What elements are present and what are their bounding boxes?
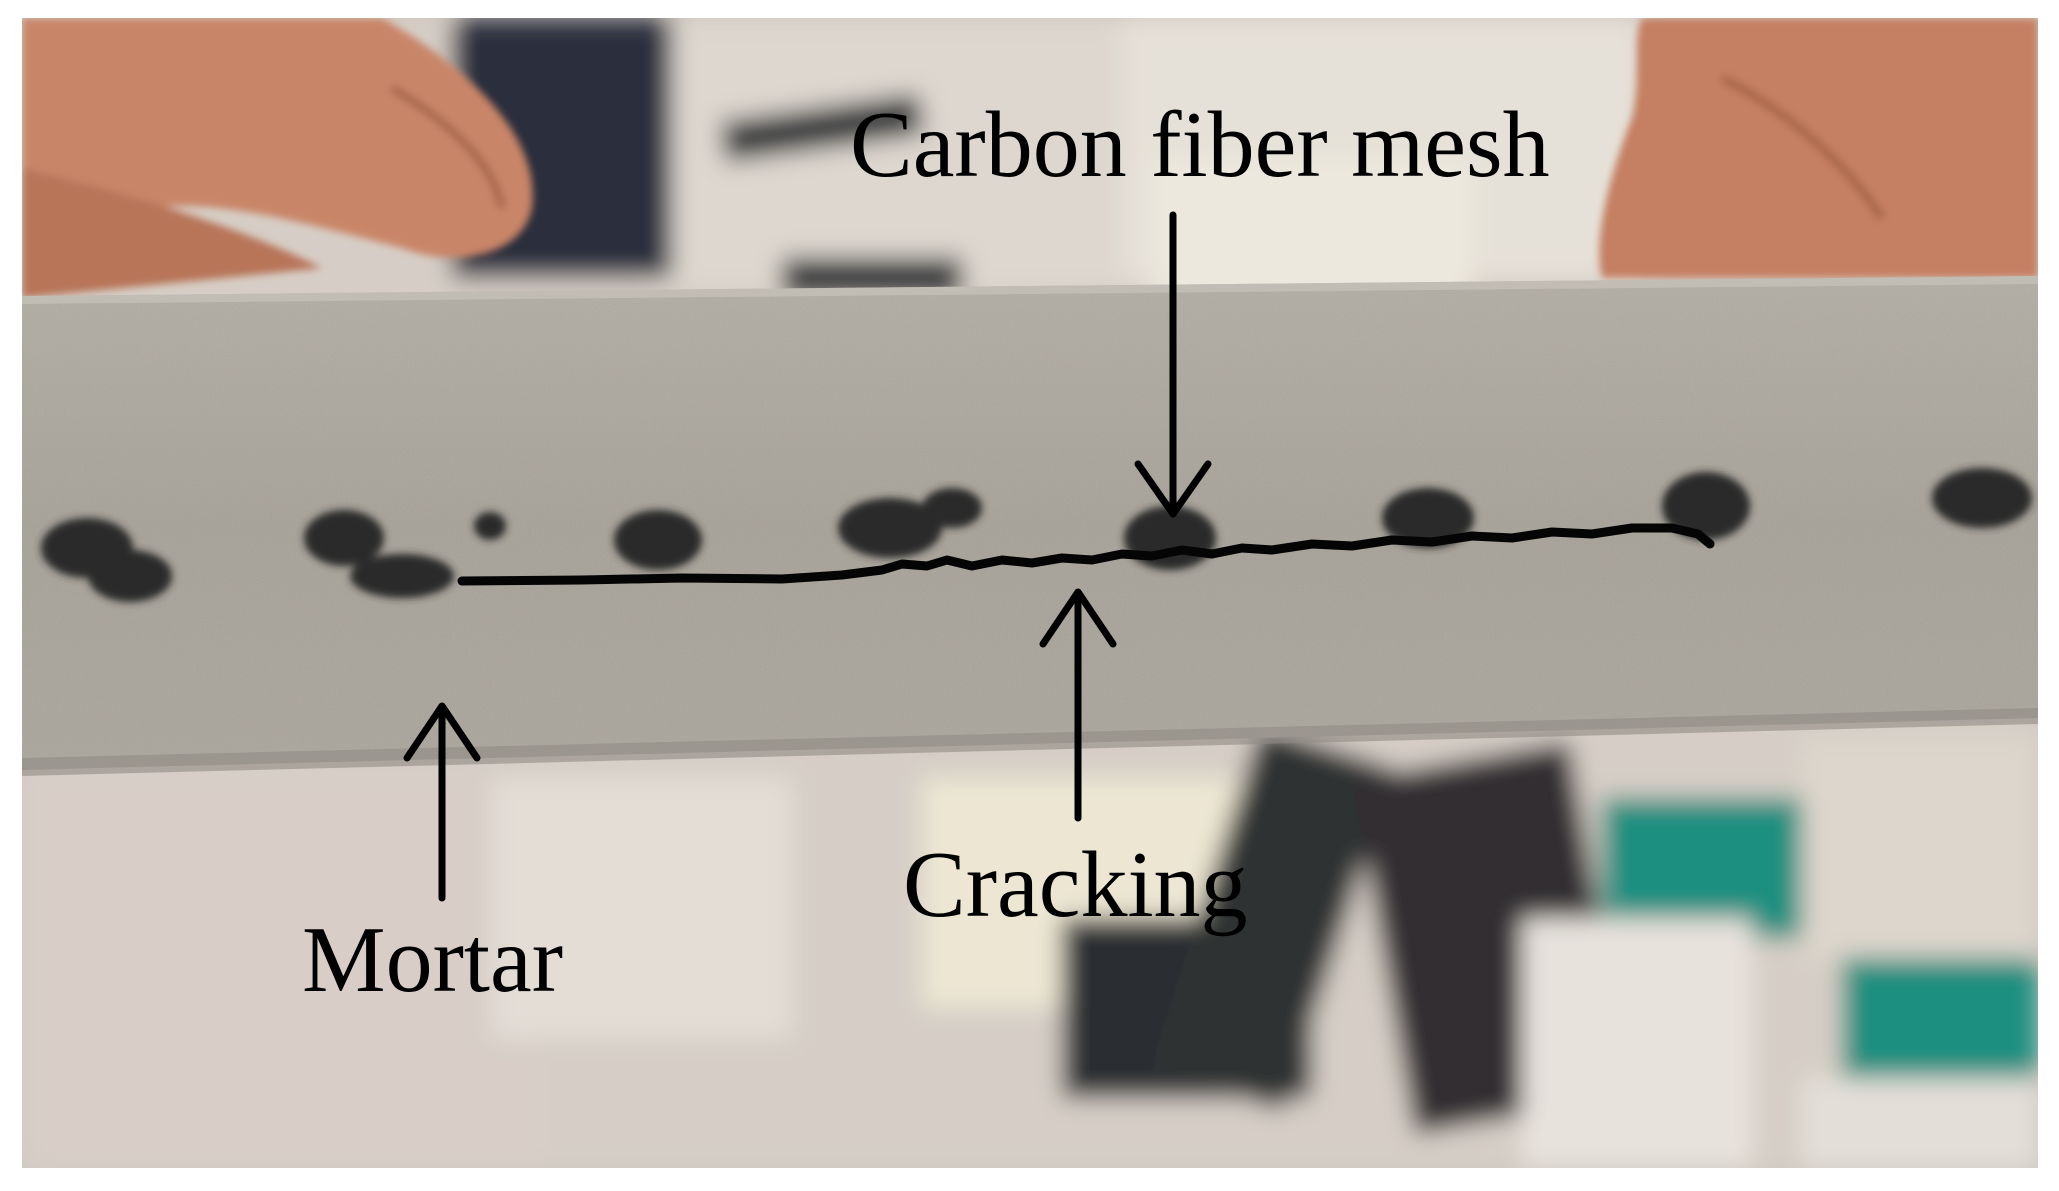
hand-left — [22, 18, 533, 298]
carbon-fiber-bundles — [41, 468, 2032, 602]
mortar-beam — [22, 276, 2038, 776]
hand-right — [1599, 18, 2038, 278]
crack-line — [457, 523, 1715, 586]
cracking-label: Cracking — [903, 833, 1248, 937]
photo — [22, 18, 2038, 1168]
mortar-label: Mortar — [302, 908, 564, 1012]
specimen-photo — [22, 18, 2038, 1168]
carbon-fiber-mesh-label: Carbon fiber mesh — [850, 93, 1550, 197]
